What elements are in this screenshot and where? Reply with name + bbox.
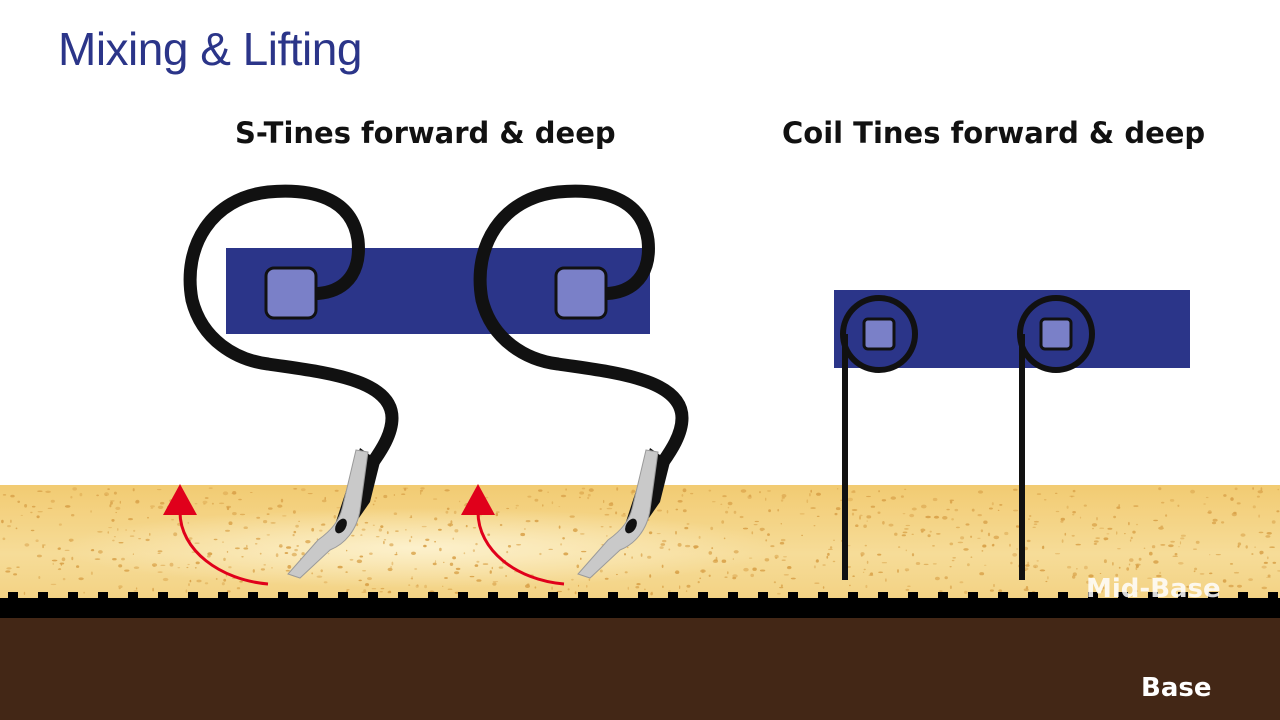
coil-tine-icon [840,295,918,580]
base-boundary-teeth [8,592,1278,600]
s-tine-icon [473,184,689,579]
lift-arrow-icon [163,484,269,586]
s-tine-icon [183,184,399,579]
base-label: Base [1141,673,1212,703]
s-tines-heading: S-Tines forward & deep [235,116,616,150]
mid-base-label: Mid-Base [1086,574,1221,598]
coil-tine-icon [1017,295,1095,580]
coil-tines-heading: Coil Tines forward & deep [782,116,1206,150]
lift-arrow-icon [461,484,565,586]
page-title: Mixing & Lifting [58,23,362,75]
base-layer [0,592,1280,720]
soil-specks [1,486,1280,596]
